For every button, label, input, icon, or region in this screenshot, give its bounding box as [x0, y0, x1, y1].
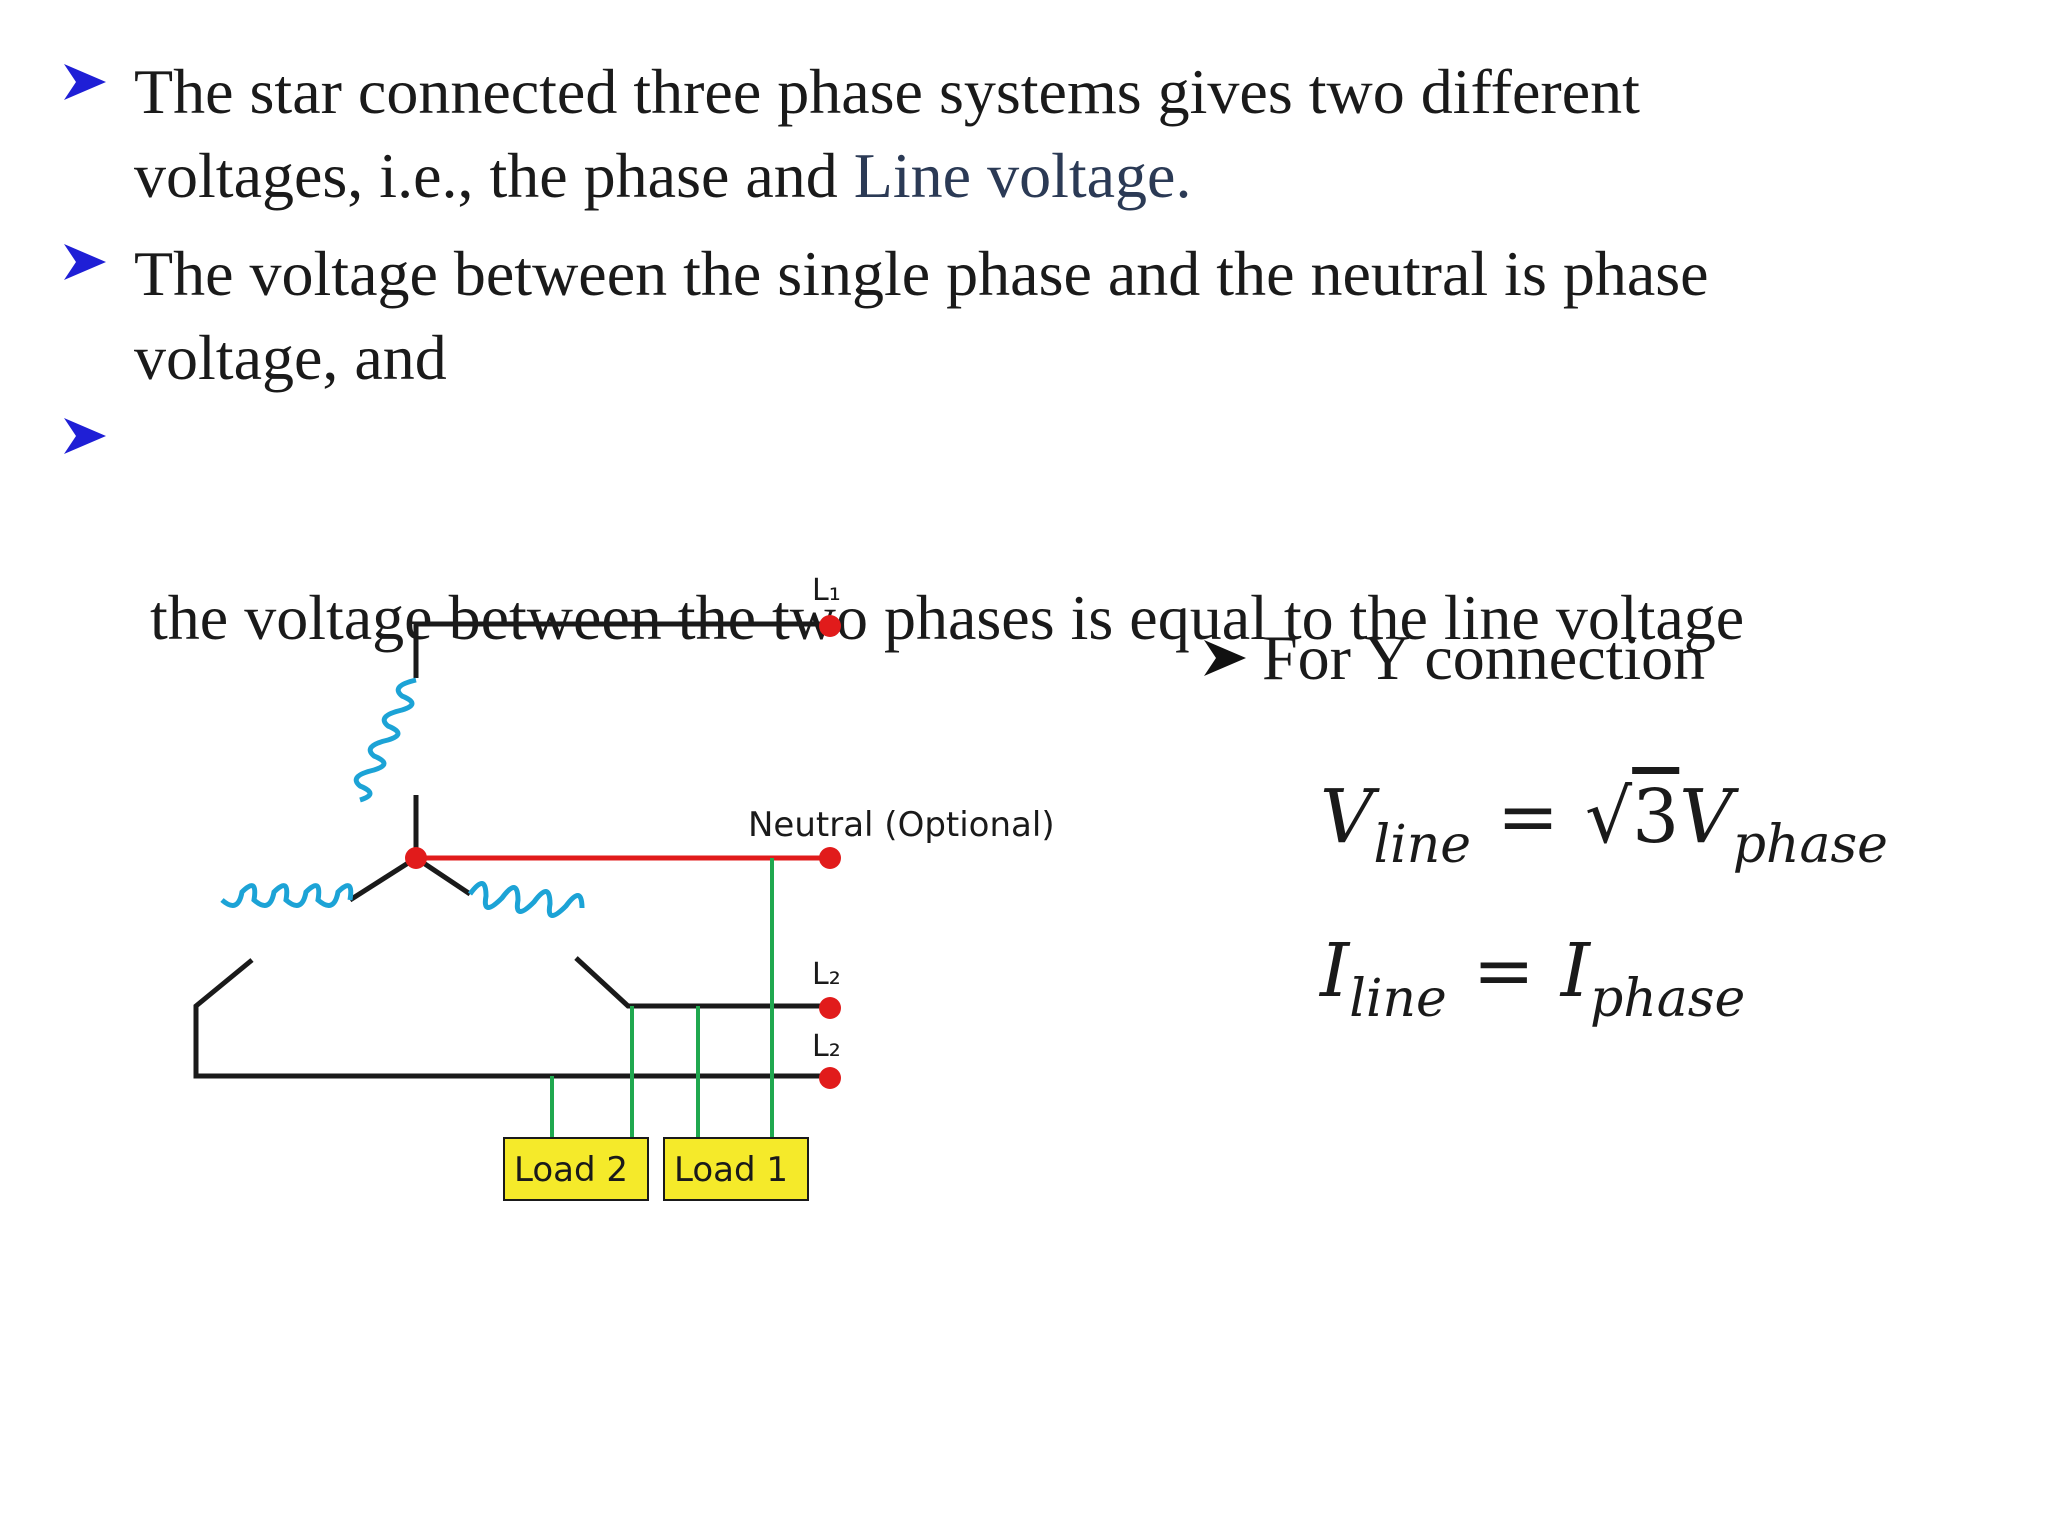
arrow-bullet-icon — [64, 244, 106, 280]
bullet-1-line-1: The star connected three phase systems g… — [134, 56, 1640, 127]
formula-line-current: Iline = Iphase — [1320, 926, 1745, 1029]
formula-1-root: √ — [1585, 774, 1633, 860]
formula-2-rhs-var: I — [1560, 928, 1591, 1014]
coil-right — [467, 881, 585, 918]
formula-2-rhs-sub: phase — [1590, 969, 1746, 1029]
formula-1-equals: = — [1496, 774, 1559, 860]
bullet-2-line-1: The voltage between the single phase and… — [134, 238, 1709, 309]
wire-right-lower — [574, 956, 824, 1009]
formula-1-rhs-var: V — [1679, 774, 1733, 860]
arrow-bullet-icon — [64, 418, 106, 454]
formula-2-equals: = — [1472, 928, 1535, 1014]
bullet-3-line-1: the voltage between the two phases is eq… — [134, 582, 1745, 653]
wire-l1-top — [413, 621, 824, 678]
label-neutral: Neutral (Optional) — [748, 805, 1055, 845]
formula-line-voltage: Vline=√3Vphase — [1320, 772, 1888, 875]
arrow-bullet-icon — [1204, 640, 1246, 676]
formula-2-lhs-sub: line — [1349, 969, 1447, 1029]
formula-2-lhs-var: I — [1320, 928, 1350, 1014]
coil-left — [220, 883, 354, 908]
bullet-2-line-2: voltage, and — [134, 322, 447, 393]
formula-1-lhs-var: V — [1320, 774, 1374, 860]
formula-1-lhs-sub: line — [1373, 815, 1471, 875]
bullet-1-line-2: voltages, i.e., the phase and Line volta… — [134, 134, 2014, 218]
label-l1: L₁ — [812, 573, 841, 608]
node-l2a — [819, 997, 841, 1019]
coil-top — [353, 677, 417, 803]
formula-1-rhs-sub: phase — [1732, 815, 1888, 875]
bullet-3: the voltage between the two phases is eq… — [134, 408, 2014, 828]
load-2-label: Load 2 — [514, 1150, 628, 1190]
node-l1 — [819, 615, 841, 637]
load-2-box — [503, 1137, 649, 1201]
node-neutral — [819, 847, 841, 869]
wire-left-upper — [348, 855, 418, 903]
label-l2b: L₂ — [812, 1029, 841, 1064]
node-star-point — [405, 847, 427, 869]
bullet-1-line-2-text: voltages, i.e., the phase and — [134, 140, 854, 211]
load-1-box — [663, 1137, 809, 1201]
label-l2a: L₂ — [812, 957, 841, 992]
formula-1-root-arg: 3 — [1632, 774, 1680, 860]
node-l2b — [819, 1067, 841, 1089]
line-voltage-text: Line voltage. — [853, 140, 1192, 211]
wire-left-lower — [193, 958, 824, 1079]
bullet-2: The voltage between the single phase and… — [134, 232, 2014, 400]
arrow-bullet-icon — [64, 64, 106, 100]
load-1-label: Load 1 — [674, 1150, 788, 1190]
y-connection-heading: For Y connection — [1262, 622, 1706, 693]
bullet-1: The star connected three phase systems g… — [134, 50, 2014, 218]
